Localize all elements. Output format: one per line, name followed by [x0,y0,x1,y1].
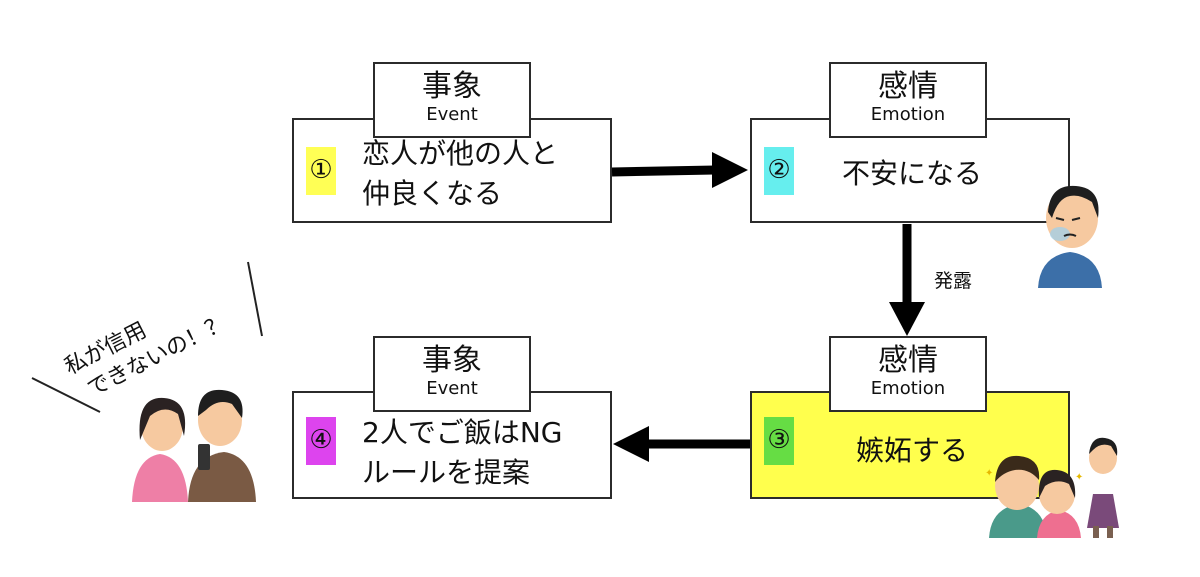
event-4-line2: ルールを提案 [362,456,531,489]
event-label-tab-1: 事象 Event [373,62,531,138]
emotion-label-tab-3: 感情 Emotion [829,336,987,412]
svg-text:✦: ✦ [985,468,993,479]
event-1-line2: 仲良くなる [362,177,503,210]
emotion-label-tab-2: 感情 Emotion [829,62,987,138]
emotion-label-en-2: Emotion [870,104,946,125]
couple-illustration [132,389,256,502]
emotion-label-3: 感情 [878,343,938,378]
worried-man-illustration [1038,185,1102,288]
event-label-tab-4: 事象 Event [373,336,531,412]
emotion-3-text: 嫉妬する [856,434,969,467]
event-label-en-1: Event [426,104,478,125]
event-label-en-4: Event [426,378,478,399]
emotion-2-text: 不安になる [842,157,983,190]
step-number-2: ② [764,147,794,195]
step-number-3: ③ [764,417,794,465]
event-label-4: 事象 [422,343,482,378]
step-number-1: ① [306,147,336,195]
event-4-text: 2人でご飯はNG ルールを提案 [362,413,562,493]
step-number-4: ④ [306,417,336,465]
event-1-line1: 恋人が他の人と [362,137,559,170]
jealous-scene-illustration: ✦ ✦ [985,437,1119,538]
event-box-4: ④ 2人でご飯はNG ルールを提案 [292,391,612,499]
event-4-line1: 2人でご飯はNG [362,416,563,449]
event-label-1: 事象 [422,69,482,104]
arrow-label-expression: 発露 [934,270,973,292]
event-1-text: 恋人が他の人と 仲良くなる [362,134,558,214]
emotion-label-en-3: Emotion [870,378,946,399]
emotion-label-2: 感情 [878,69,938,104]
svg-text:✦: ✦ [1075,472,1083,483]
